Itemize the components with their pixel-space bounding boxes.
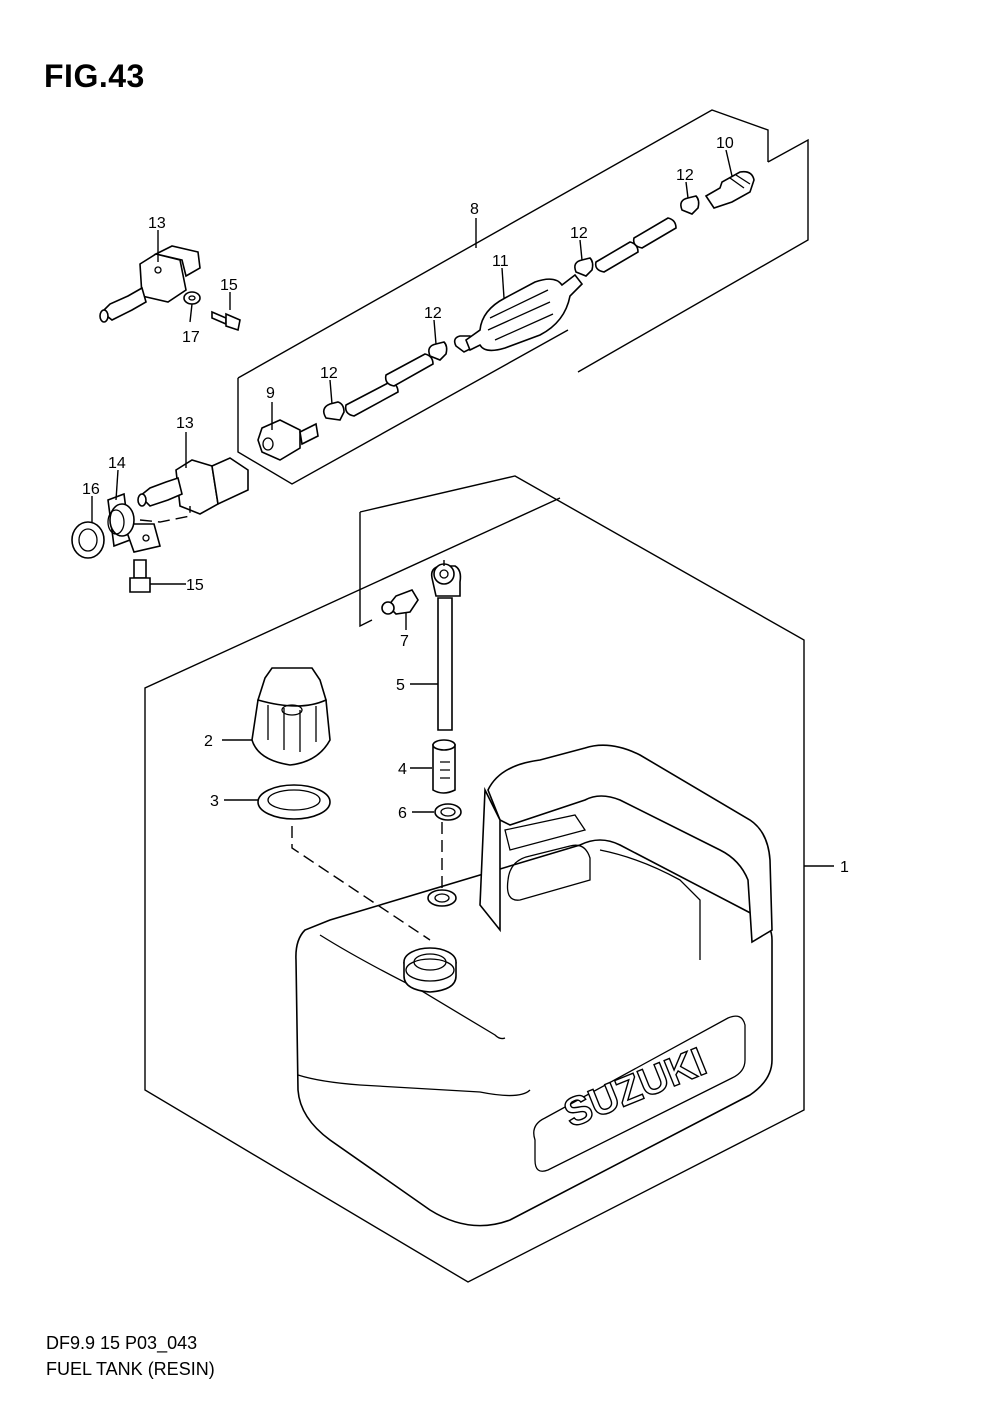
callout-14: 14: [108, 455, 126, 472]
callout-10: 10: [716, 135, 734, 152]
bracket-centerline: [139, 506, 191, 523]
callout-12: 12: [570, 225, 588, 242]
lock-nut: [71, 521, 105, 559]
fuel-tank: SUZUKI: [295, 744, 773, 1227]
fuel-pickup-pipe: [430, 563, 462, 731]
callout-16: 16: [82, 481, 100, 498]
callout-9: 9: [266, 385, 275, 402]
callout-13: 13: [176, 415, 194, 432]
primer-bulb: [465, 273, 584, 352]
callout-labels: 1 2 3 4 5 6 7 8 9 10 11 12 12 12 12 13 1…: [82, 135, 849, 876]
callout-11: 11: [492, 253, 509, 270]
fuel-cap: [251, 667, 331, 766]
vent-fitting: [381, 589, 419, 615]
callout-17: 17: [182, 329, 200, 346]
callout-12: 12: [424, 305, 442, 322]
callout-5: 5: [396, 677, 405, 694]
callout-8: 8: [470, 201, 479, 218]
mounting-bracket: [107, 492, 161, 553]
callout-7: 7: [400, 633, 409, 650]
callout-4: 4: [398, 761, 407, 778]
engine-side-connector-upper: [99, 245, 201, 323]
figure-title: FIG.43: [44, 58, 145, 94]
fuel-hose-segments: [322, 195, 700, 421]
callout-12: 12: [320, 365, 338, 382]
callout-15: 15: [220, 277, 238, 294]
fuel-filter: [432, 739, 456, 794]
figure-footer: DF9.9 15 P03_043 FUEL TANK (RESIN): [46, 1330, 215, 1382]
washer: [183, 291, 201, 305]
hose-assembly-frame: [237, 109, 809, 485]
engine-connector: [704, 170, 755, 209]
bolt-upper: [211, 310, 241, 332]
leader-lines: [91, 149, 834, 867]
bolt-lower: [129, 559, 151, 593]
callout-6: 6: [398, 805, 407, 822]
callout-1: 1: [840, 859, 849, 876]
cap-gasket: [257, 784, 331, 820]
o-ring: [434, 803, 462, 821]
engine-side-connector-lower: [137, 457, 249, 515]
figure-caption: FUEL TANK (RESIN): [46, 1359, 215, 1379]
callout-12: 12: [676, 167, 694, 184]
model-code: DF9.9 15 P03_043: [46, 1333, 198, 1353]
assembly-centerlines: [291, 560, 445, 941]
callout-15: 15: [186, 577, 204, 594]
fuel-tank-frame: [144, 475, 805, 1283]
tank-connector: [257, 419, 319, 461]
callout-3: 3: [210, 793, 219, 810]
callout-13: 13: [148, 215, 166, 232]
callout-2: 2: [204, 733, 213, 750]
